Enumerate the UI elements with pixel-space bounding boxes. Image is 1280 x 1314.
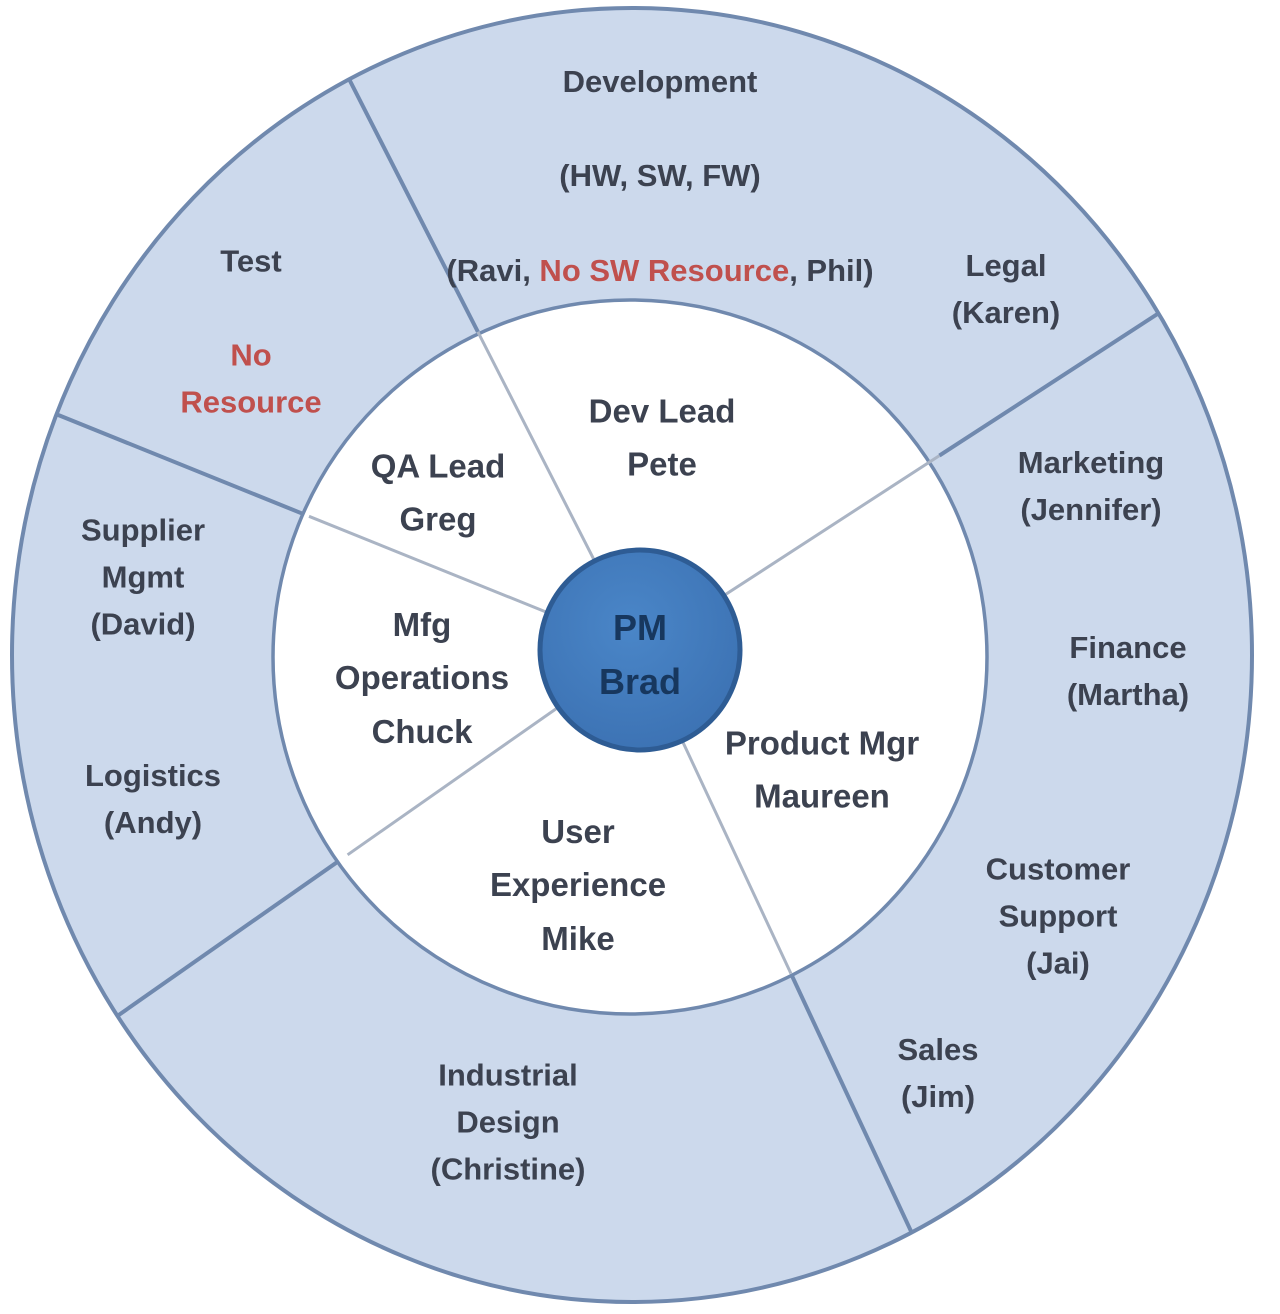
inner-sector-label-qa-lead: QA Lead Greg [370, 447, 506, 538]
test-title: Test [220, 243, 282, 279]
outer-segment-label-finance: Finance (Martha) [1066, 629, 1190, 712]
inner-sector-label-product-mgr: Product Mgr Maureen [724, 724, 920, 815]
outer-segment-label-supplier-mgmt: Supplier Mgmt (David) [80, 512, 206, 642]
divider-product-devlead [718, 454, 941, 600]
test-no-resource-alert: No Resource [180, 338, 322, 421]
divider-mfg-userexp [346, 703, 564, 857]
center-circle-shape [537, 547, 743, 753]
inner-sector-label-mfg-operations: Mfg Operations Chuck [334, 605, 510, 750]
divider-qalead-mfg [308, 514, 553, 616]
inner-divider-lines [308, 331, 941, 975]
outer-segment-label-sales: Sales (Jim) [897, 1031, 979, 1114]
divider-userexp-product [678, 735, 793, 975]
outer-segment-label-development: Development (HW, SW, FW) (Ravi, No SW Re… [446, 11, 873, 341]
outer-segment-label-marketing: Marketing (Jennifer) [1017, 444, 1165, 527]
center-pm-label: PM Brad [598, 607, 682, 702]
development-groups: (HW, SW, FW) [559, 158, 761, 194]
divider-devlead-qalead [476, 331, 599, 567]
inner-sector-label-dev-lead: Dev Lead Pete [588, 392, 736, 483]
outer-segment-label-legal: Legal (Karen) [951, 247, 1061, 330]
outer-segment-label-test: Test No Resource [180, 191, 321, 474]
no-sw-resource-alert: No SW Resource [539, 252, 790, 288]
outer-segment-label-customer-support: Customer Support (Jai) [985, 851, 1131, 981]
development-members: (Ravi, No SW Resource, Phil) [446, 252, 874, 288]
inner-sector-label-user-experience: User Experience Mike [489, 812, 667, 957]
development-title: Development [562, 64, 758, 100]
outer-segment-label-industrial-design: Industrial Design (Christine) [430, 1057, 586, 1187]
outer-segment-label-logistics: Logistics (Andy) [84, 757, 222, 840]
